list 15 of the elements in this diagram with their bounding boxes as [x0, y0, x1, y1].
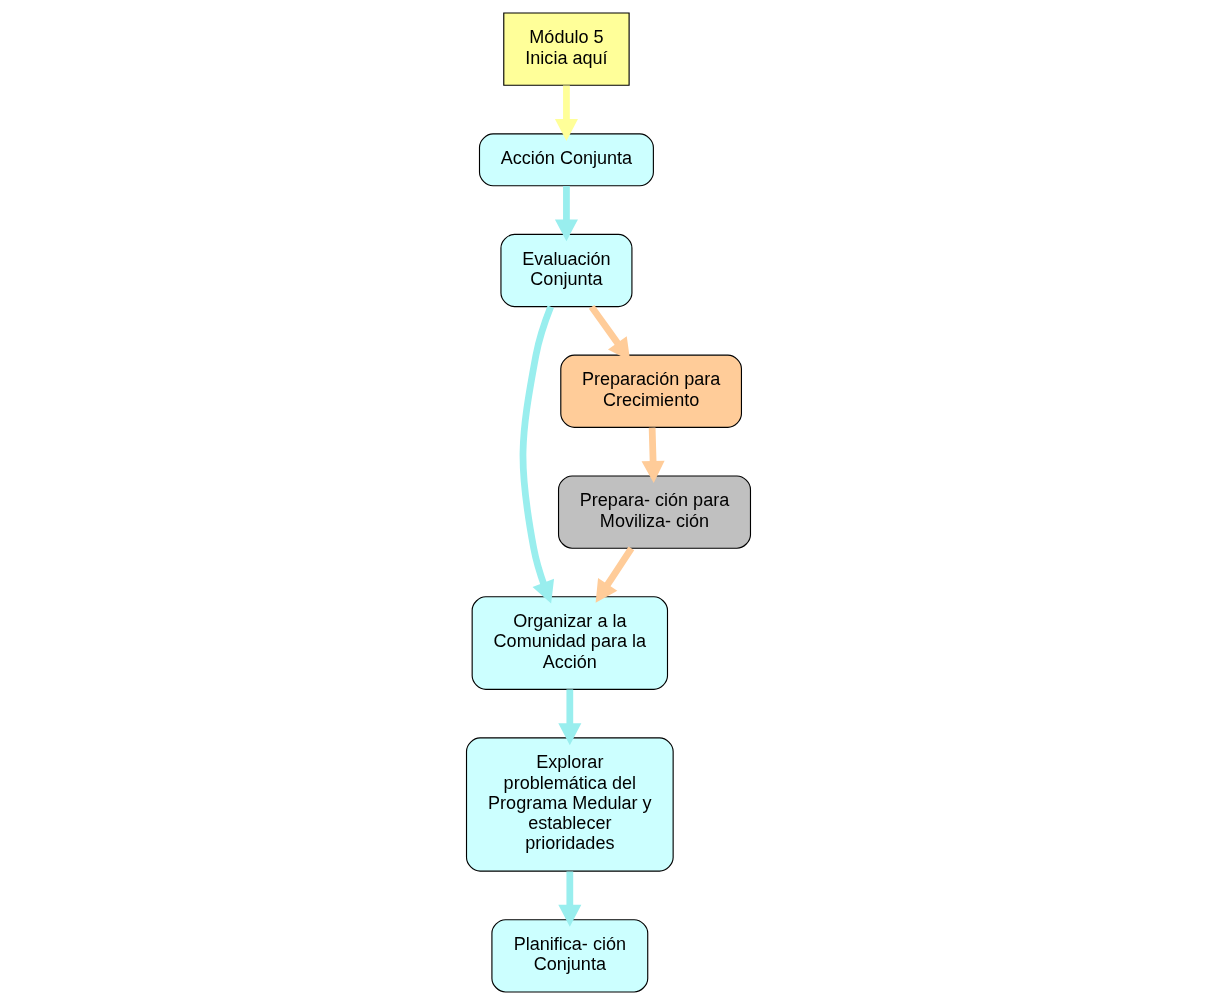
arrow [595, 546, 635, 603]
arrow [558, 871, 582, 927]
node-box: Preparación para Crecimiento [560, 354, 742, 428]
node-box: Organizar a la Comunidad para la Acción [471, 596, 669, 690]
node-box: Prepara- ción para Moviliza- ción [557, 475, 752, 549]
arrow [641, 427, 665, 483]
node-box: Planifica- ción Conjunta [491, 919, 649, 993]
node-box: Explorar problemática del Programa Medular y establecer prioridades [465, 737, 674, 872]
node-box: Acción Conjunta [478, 133, 654, 187]
arrow [554, 186, 578, 242]
arrow [554, 85, 578, 141]
arrow [558, 689, 582, 746]
arrow [519, 305, 555, 604]
node-box: Módulo 5 Inicia aquí [503, 12, 630, 86]
node-box: Evaluación Conjunta [500, 233, 633, 308]
